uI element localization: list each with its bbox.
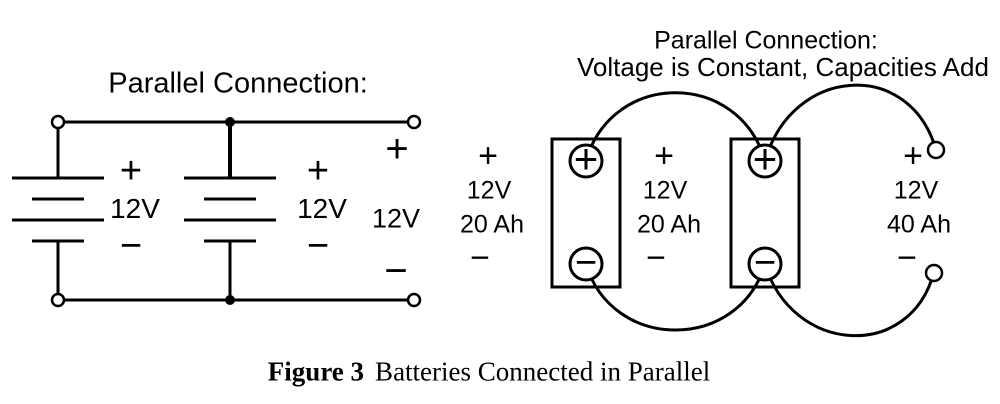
right-battery2-capacity-label: 20 Ah (637, 210, 701, 239)
battery1-plus-terminal-icon: + (574, 135, 599, 182)
right-battery1-minus-sign: − (470, 239, 490, 277)
right-diagram-title-line2: Voltage is Constant, Capacities Add (577, 52, 989, 82)
right-battery-diagram: + − + − (550, 83, 946, 337)
output-plus-sign: + (385, 127, 409, 171)
battery2-minus-terminal-icon: − (754, 242, 776, 284)
figure-caption-text: Batteries Connected in Parallel (375, 356, 711, 387)
battery2-minus-terminal (747, 246, 783, 282)
battery2-plus-terminal (747, 143, 783, 179)
top-jumper-wire (584, 91, 767, 162)
right-output-plus-sign: + (903, 137, 923, 175)
battery2-plus-terminal-icon: + (753, 135, 778, 182)
terminal-bottom-right (406, 292, 422, 308)
terminal-top-right (406, 114, 422, 130)
right-battery1-voltage-label: 12V (466, 176, 512, 205)
battery2-minus-sign: − (306, 225, 330, 267)
figure-caption-number: Figure 3 (267, 356, 365, 387)
right-output-voltage-label: 12V (893, 176, 939, 205)
right-diagram-title-line1: Parallel Connection: (654, 26, 878, 55)
terminal-bottom-left (50, 292, 66, 308)
left-circuit-title: Parallel Connection: (108, 67, 368, 100)
terminal-top-left (50, 114, 66, 130)
right-output-capacity-label: 40 Ah (887, 210, 951, 239)
bottom-output-wire (763, 263, 936, 337)
figure-caption: Figure 3 Batteries Connected in Parallel (268, 357, 710, 388)
battery1-minus-terminal (568, 246, 604, 282)
battery1-voltage-label: 12V (110, 193, 160, 224)
right-output-minus-sign: − (897, 239, 917, 277)
battery2-voltage-label: 12V (297, 193, 347, 224)
right-battery1-plus-sign: + (478, 137, 498, 175)
top-output-wire (763, 83, 938, 162)
battery1-plus-sign: + (119, 150, 143, 192)
output-plus-terminal (926, 140, 946, 160)
bottom-jumper-wire (584, 263, 767, 332)
output-minus-sign: − (384, 249, 408, 293)
junction-dot-bottom (225, 295, 235, 305)
battery1-minus-sign: − (119, 225, 143, 267)
battery1-plus-terminal (568, 143, 604, 179)
junction-dot-top (225, 117, 235, 127)
left-circuit-schematic (12, 114, 422, 308)
battery2-plus-sign: + (306, 150, 330, 192)
right-battery2-voltage-label: 12V (642, 176, 688, 205)
right-battery2-plus-sign: + (654, 137, 674, 175)
output-voltage-label: 12V (371, 203, 421, 234)
right-battery1-capacity-label: 20 Ah (460, 210, 524, 239)
battery1-minus-terminal-icon: − (575, 242, 597, 284)
right-battery2-minus-sign: − (646, 239, 666, 277)
output-minus-terminal (924, 263, 944, 283)
